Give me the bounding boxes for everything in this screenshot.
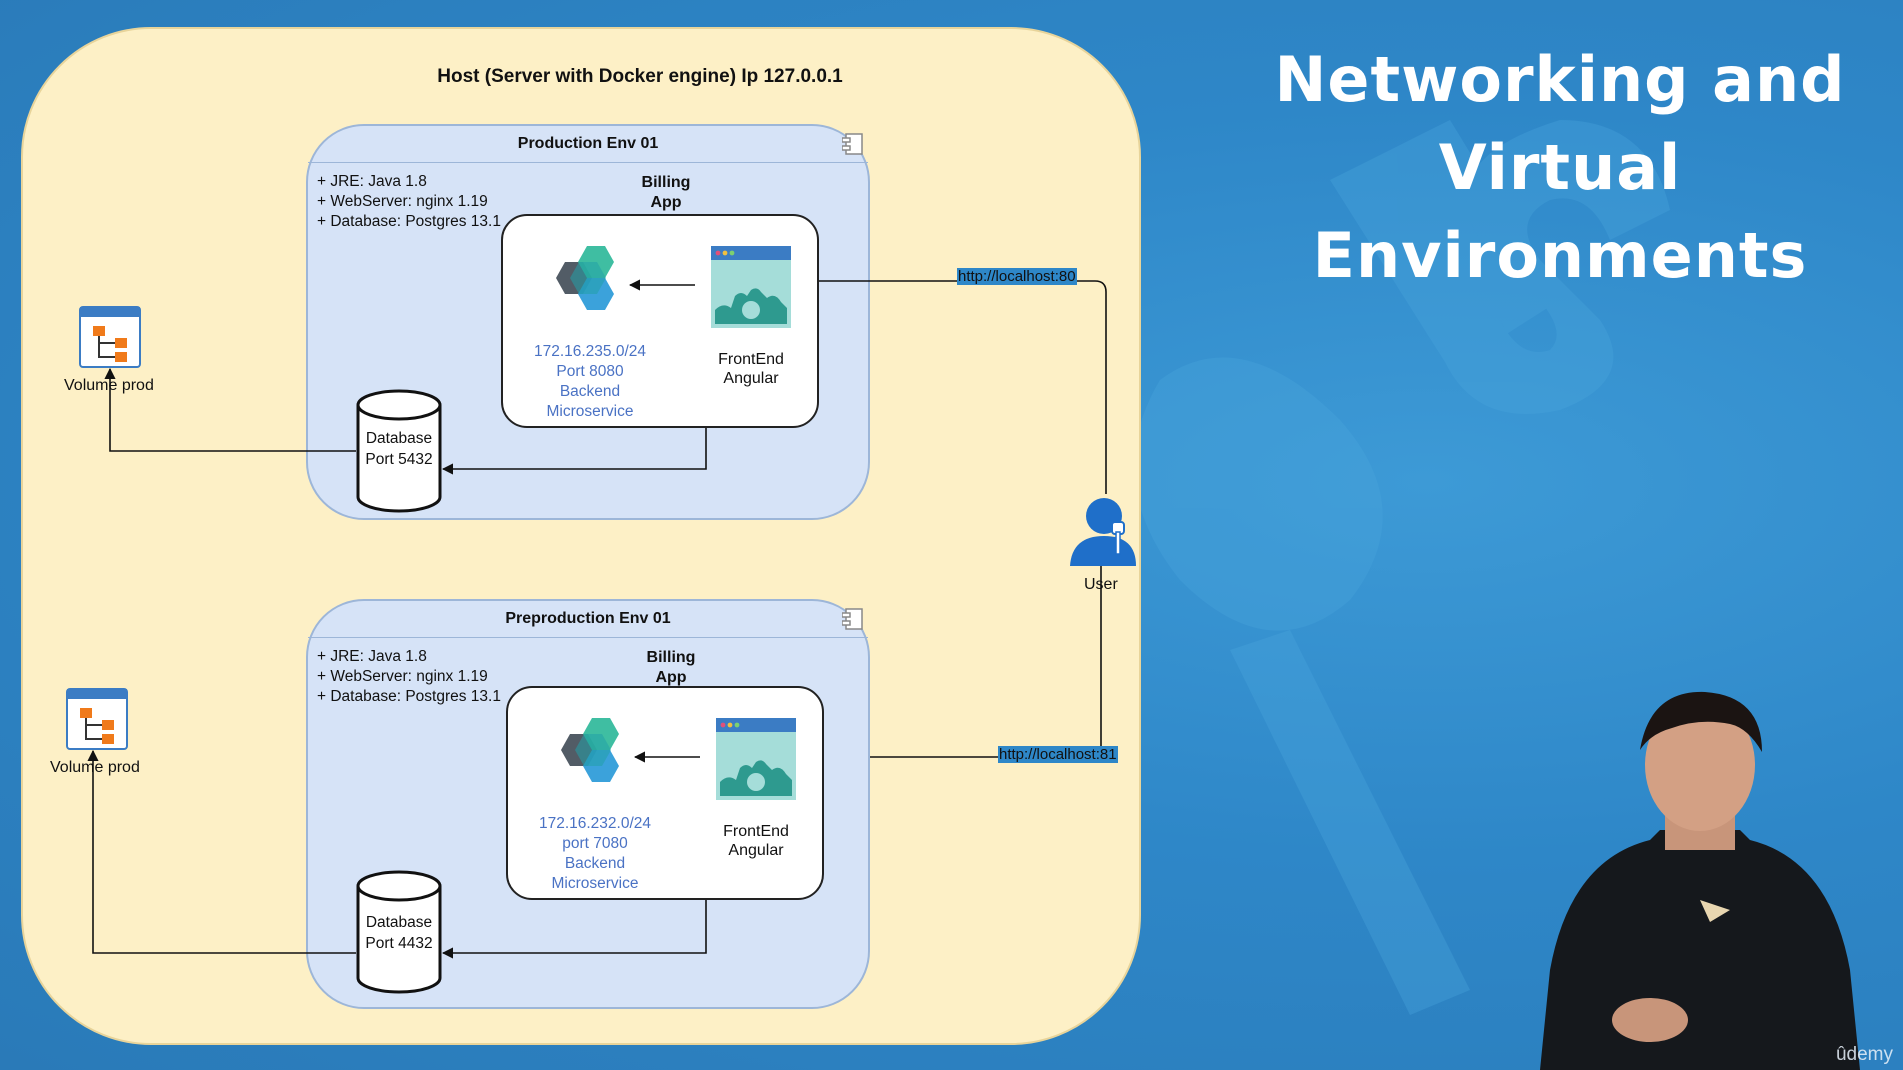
url-label: http://localhost:81 [998,746,1118,763]
database-label-line2: Port 5432 [365,451,433,468]
frontend-text: FrontEnd Angular [701,822,811,860]
database-label: Database Port 5432 [356,428,442,470]
microservice-line3: Backend [564,855,626,872]
microservice-port: port 7080 [562,835,628,852]
prop-database: + Database: Postgres 13.1 [317,688,501,705]
volume-label: Volume prod [50,759,140,776]
microservice-line4: Microservice [546,403,634,420]
volume-label: Volume prod [64,377,154,394]
volume-tree-icon [79,306,141,368]
frontend-line1: FrontEnd [723,823,789,840]
frontend-line1: FrontEnd [718,351,784,368]
database-label-line1: Database [365,430,433,447]
billing-app-label-line1: Billing [646,649,696,666]
uml-component-icon [842,133,863,155]
frontend-text: FrontEnd Angular [696,350,806,388]
user-label: User [1084,576,1118,593]
slide-title-line2: Virtual [1438,131,1682,204]
presenter-video [1540,691,1860,1070]
hexagon-cluster-icon [556,246,614,310]
frontend-line2: Angular [723,370,779,387]
prop-jre: + JRE: Java 1.8 [317,648,427,665]
hexagon-cluster-icon [561,718,619,782]
database-label-line2: Port 4432 [365,935,433,952]
host-title: Host (Server with Docker engine) Ip 127.… [437,66,843,87]
browser-window-gear-icon [711,246,791,328]
microservice-port: Port 8080 [556,363,624,380]
billing-app-label: Billing App [626,648,716,688]
env-title: Production Env 01 [308,126,868,163]
prop-database: + Database: Postgres 13.1 [317,213,501,230]
microservice-line3: Backend [559,383,621,400]
volume-tree-icon [66,688,128,750]
prop-webserver: + WebServer: nginx 1.19 [317,193,488,210]
database-cylinder-icon [356,389,442,513]
microservice-subnet: 172.16.235.0/24 [533,343,647,360]
url-label: http://localhost:80 [957,268,1077,285]
database-label-line1: Database [365,914,433,931]
billing-app-label-line2: App [655,669,687,686]
env-title: Preproduction Env 01 [308,601,868,638]
microservice-text: 172.16.235.0/24 Port 8080 Backend Micros… [515,342,665,422]
frontend-line2: Angular [728,842,784,859]
prop-jre: + JRE: Java 1.8 [317,173,427,190]
env-properties: + JRE: Java 1.8 + WebServer: nginx 1.19 … [317,172,501,232]
user-with-key-icon [1070,498,1136,566]
billing-app-label-line1: Billing [641,174,691,191]
billing-app-label: Billing App [621,173,711,213]
browser-window-gear-icon [716,718,796,800]
env-properties: + JRE: Java 1.8 + WebServer: nginx 1.19 … [317,647,501,707]
prop-webserver: + WebServer: nginx 1.19 [317,668,488,685]
database-label: Database Port 4432 [356,912,442,954]
slide-title-line3: Environments [1312,219,1808,292]
microservice-subnet: 172.16.232.0/24 [538,815,652,832]
microservice-text: 172.16.232.0/24 port 7080 Backend Micros… [520,814,670,894]
billing-app-box: 172.16.235.0/24 Port 8080 Backend Micros… [501,214,819,428]
database-cylinder-icon [356,870,442,994]
slide-title: Networking and Virtual Environments [1260,36,1860,300]
slide-title-line1: Networking and [1274,43,1846,116]
microservice-line4: Microservice [551,875,639,892]
udemy-watermark: ûdemy [1835,1044,1893,1065]
billing-app-label-line2: App [650,194,682,211]
billing-app-box: 172.16.232.0/24 port 7080 Backend Micros… [506,686,824,900]
uml-component-icon [842,608,863,630]
